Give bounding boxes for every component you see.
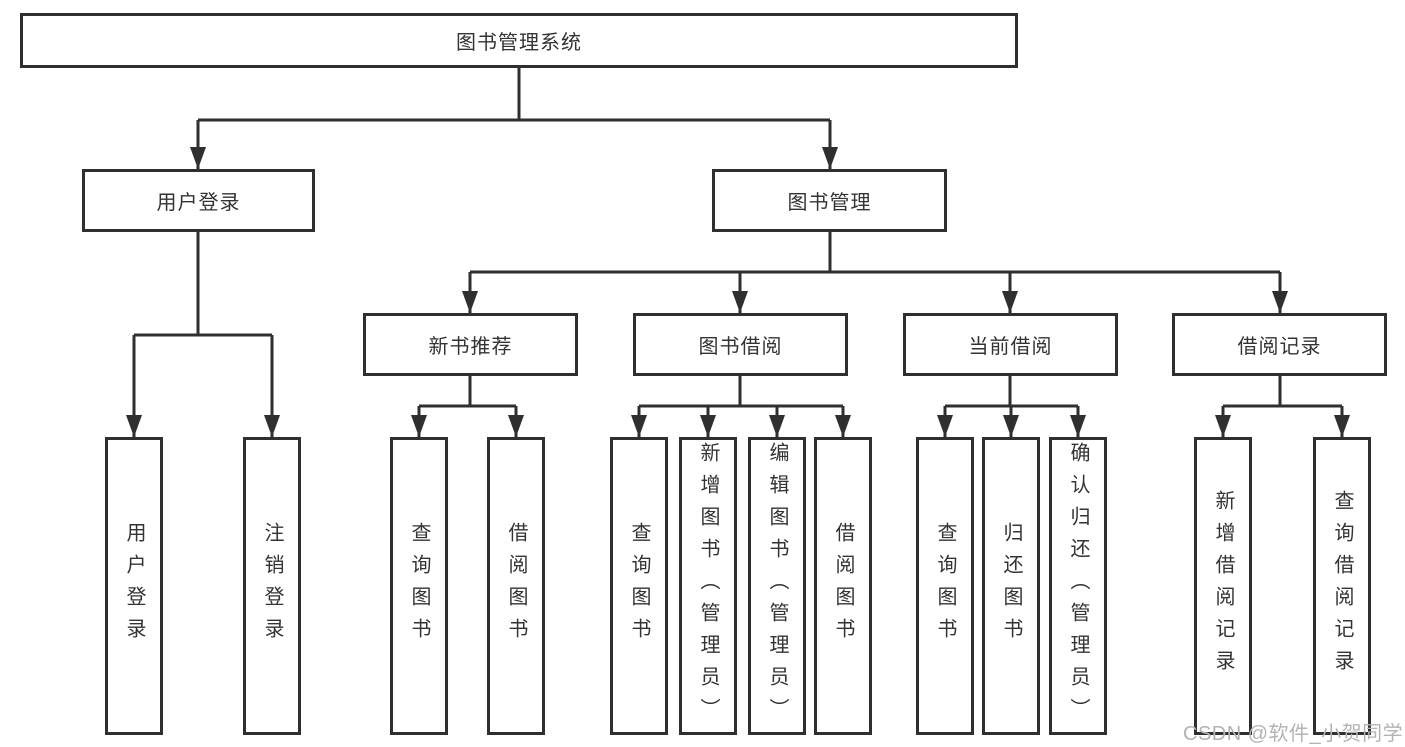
leaf-label: 确认归还（管理员）	[1067, 442, 1089, 730]
node-root-system: 图书管理系统	[20, 13, 1018, 68]
leaf-edit-book-admin: 编辑图书（管理员）	[748, 437, 806, 735]
leaf-label: 新增借阅记录	[1212, 490, 1234, 682]
leaf-borrow-books: 借阅图书	[814, 437, 872, 735]
leaf-label: 编辑图书（管理员）	[766, 442, 788, 730]
leaf-add-book-admin: 新增图书（管理员）	[679, 437, 737, 735]
leaf-query-books-current: 查询图书	[916, 437, 974, 735]
leaf-user-login: 用户登录	[105, 437, 163, 735]
leaf-query-borrow-record: 查询借阅记录	[1313, 437, 1371, 735]
node-new-book-recommend: 新书推荐	[363, 313, 578, 376]
leaf-add-borrow-record: 新增借阅记录	[1194, 437, 1252, 735]
leaf-return-book: 归还图书	[982, 437, 1040, 735]
node-borrow-records: 借阅记录	[1172, 313, 1387, 376]
leaf-label: 查询图书	[628, 522, 650, 650]
leaf-label: 查询图书	[408, 522, 430, 650]
leaf-label: 注销登录	[261, 522, 283, 650]
leaf-label: 借阅图书	[832, 522, 854, 650]
leaf-query-books-recommend: 查询图书	[390, 437, 448, 735]
node-user-login: 用户登录	[82, 169, 315, 232]
leaf-logout: 注销登录	[243, 437, 301, 735]
watermark: CSDN @软件_小贺同学	[1183, 723, 1404, 745]
leaf-query-books-borrow: 查询图书	[610, 437, 668, 735]
node-book-management: 图书管理	[712, 169, 947, 232]
leaf-borrow-books-recommend: 借阅图书	[487, 437, 545, 735]
leaf-confirm-return-admin: 确认归还（管理员）	[1049, 437, 1107, 735]
node-current-borrow: 当前借阅	[903, 313, 1118, 376]
leaf-label: 用户登录	[123, 522, 145, 650]
leaf-label: 借阅图书	[505, 522, 527, 650]
leaf-label: 新增图书（管理员）	[697, 442, 719, 730]
leaf-label: 查询借阅记录	[1331, 490, 1353, 682]
leaf-label: 归还图书	[1000, 522, 1022, 650]
node-book-borrow: 图书借阅	[633, 313, 848, 376]
leaf-label: 查询图书	[934, 522, 956, 650]
